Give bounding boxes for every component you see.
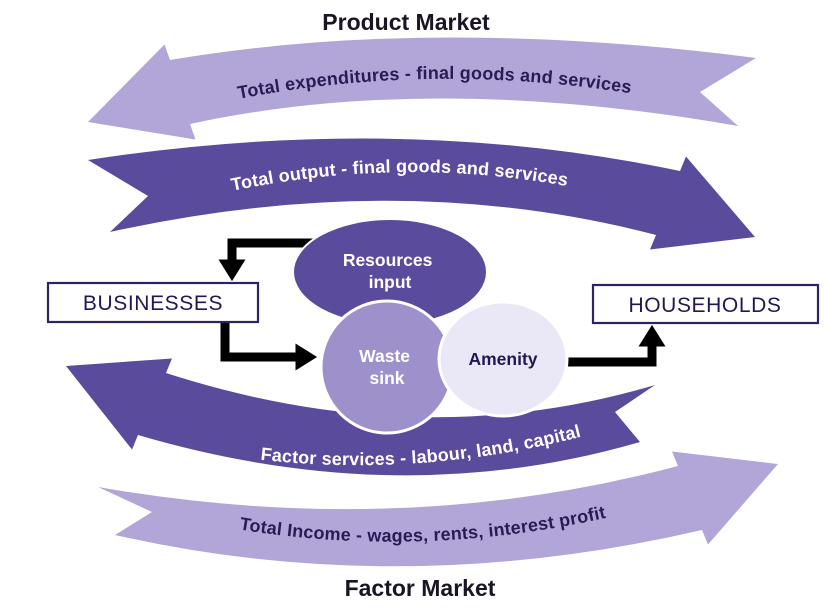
product-market-title: Product Market — [322, 9, 490, 35]
businesses-to-waste-connector — [220, 322, 318, 371]
amenity-circle — [437, 300, 569, 418]
businesses-box — [46, 281, 260, 324]
output-flow-arrow — [88, 138, 755, 250]
factor-market-title: Factor Market — [345, 575, 496, 601]
households-box — [591, 283, 820, 325]
businesses-label: BUSINESSES — [83, 292, 223, 315]
waste-sink-circle — [319, 299, 455, 435]
resources-to-businesses-connector — [218, 238, 320, 282]
expenditures-flow-arrow — [88, 37, 756, 140]
amenity-to-households-connector — [560, 324, 666, 367]
households-label: HOUSEHOLDS — [628, 294, 781, 317]
resources-input-label: Resources input — [343, 250, 437, 292]
waste-sink-label: Waste sink — [359, 346, 415, 388]
income-flow-arrow — [98, 451, 778, 567]
amenity-label: Amenity — [468, 349, 537, 369]
